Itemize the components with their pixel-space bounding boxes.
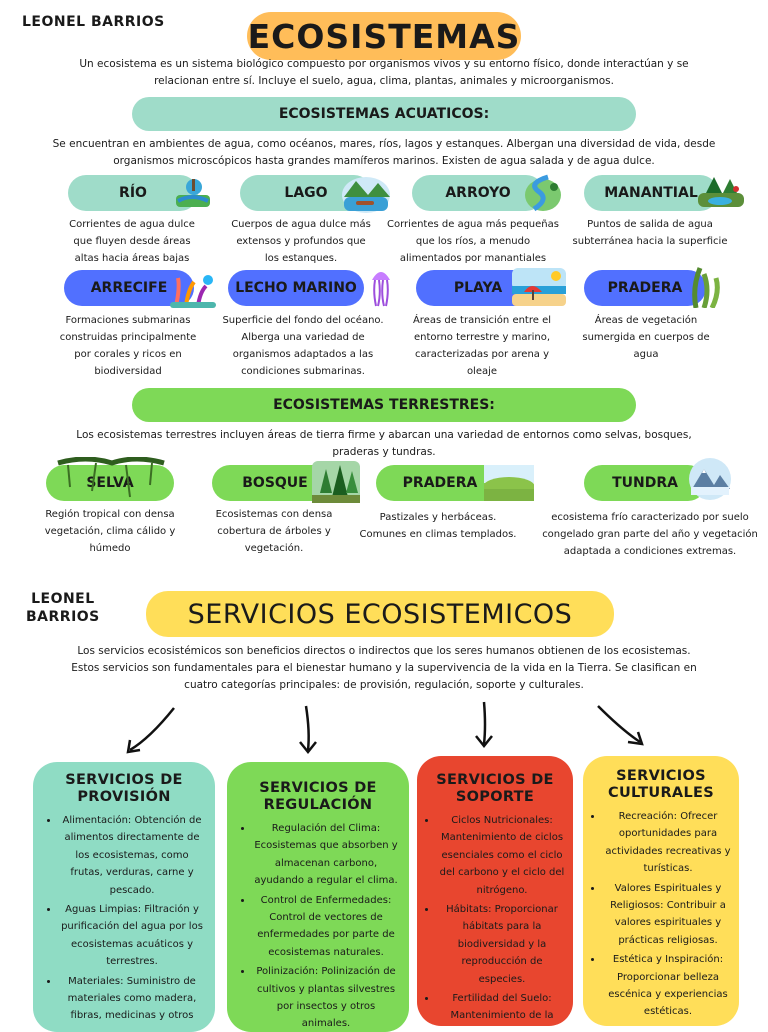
stream-icon xyxy=(524,173,562,213)
desc-arroyo: Corrientes de agua más pequeñas que los … xyxy=(387,219,559,264)
chip-tundra: TUNDRA xyxy=(584,458,731,501)
aquatic-heading-text: ECOSISTEMAS ACUATICOS: xyxy=(278,106,490,122)
arrow-regulacion xyxy=(299,705,317,755)
card-culturales-title: SERVICIOS CULTURALES xyxy=(608,768,714,801)
spring-icon xyxy=(696,171,746,211)
author-first-name: LEONEL xyxy=(31,591,95,607)
page-title-text: ECOSISTEMAS xyxy=(247,16,521,56)
chip-arrecife-label: ARRECIFE xyxy=(90,280,168,296)
card-culturales: SERVICIOS CULTURALES Recreación: Ofrecer… xyxy=(583,756,739,1026)
terrestrial-heading: ECOSISTEMAS TERRESTRES: xyxy=(132,388,636,422)
services-text: Los servicios ecosistémicos son benefici… xyxy=(71,645,697,691)
desc-arrecife: Formaciones submarinas construidas princ… xyxy=(59,315,197,377)
aquatic-heading: ECOSISTEMAS ACUATICOS: xyxy=(132,97,636,131)
chip-rio-label: RÍO xyxy=(119,185,147,201)
lake-icon xyxy=(340,171,392,215)
intro-text: Un ecosistema es un sistema biológico co… xyxy=(79,58,689,87)
list-item: Hábitats: Proporcionar hábitats para la … xyxy=(437,901,567,988)
chip-pradera-acuatica: PRADERA xyxy=(584,267,720,308)
list-item: Valores Espirituales y Religiosos: Contr… xyxy=(603,880,733,950)
author-name-2: LEONEL BARRIOS xyxy=(26,590,100,626)
desc-bosque: Ecosistemas con densa cobertura de árbol… xyxy=(215,509,333,554)
desc-lecho-marino: Superficie del fondo del océano. Alberga… xyxy=(222,315,384,377)
chip-manantial: MANANTIAL xyxy=(584,175,744,211)
chip-lecho-marino-label: LECHO MARINO xyxy=(235,280,357,296)
services-title-text: SERVICIOS ECOSISTEMICOS xyxy=(187,598,573,630)
list-item: Control de Enfermedades: Control de vect… xyxy=(253,892,399,962)
arrow-provision xyxy=(126,707,175,754)
desc-pradera-terrestre: Pastizales y herbáceas. Comunes en clima… xyxy=(359,512,517,540)
chip-arroyo-label: ARROYO xyxy=(445,185,511,201)
card-regulacion: SERVICIOS DE REGULACIÓN Regulación del C… xyxy=(227,762,409,1032)
desc-selva: Región tropical con densa vegetación, cl… xyxy=(44,509,176,554)
list-item: Polinización: Polinización de cultivos y… xyxy=(253,963,399,1032)
seagrass-icon xyxy=(690,264,722,308)
chip-rio: RÍO xyxy=(68,175,210,211)
chip-selva-label: SELVA xyxy=(86,475,134,491)
reef-icon xyxy=(170,268,216,308)
desc-manantial: Puntos de salida de agua subterránea hac… xyxy=(572,219,728,247)
chip-tundra-label: TUNDRA xyxy=(612,475,678,491)
terrestrial-text: Los ecosistemas terrestres incluyen área… xyxy=(76,429,692,458)
card-culturales-list: Recreación: Ofrecer oportunidades para a… xyxy=(583,808,739,1021)
list-item: Aguas Limpias: Filtración y purificación… xyxy=(59,901,205,971)
list-item: Estética y Inspiración: Proporcionar bel… xyxy=(603,951,733,1021)
forest-icon xyxy=(312,461,360,503)
chip-manantial-label: MANANTIAL xyxy=(604,185,698,201)
card-provision: SERVICIOS DE PROVISIÓN Alimentación: Obt… xyxy=(33,762,215,1032)
card-soporte-title: SERVICIOS DE SOPORTE xyxy=(436,772,554,805)
desc-rio: Corrientes de agua dulce que fluyen desd… xyxy=(69,219,195,264)
terrestrial-heading-text: ECOSISTEMAS TERRESTRES: xyxy=(273,397,495,413)
card-soporte-list: Ciclos Nutricionales: Mantenimiento de c… xyxy=(417,812,573,1025)
chip-arrecife: ARRECIFE xyxy=(64,270,216,308)
list-item: Fertilidad del Suelo: Mantenimiento de l… xyxy=(437,990,567,1025)
card-soporte: SERVICIOS DE SOPORTE Ciclos Nutricionale… xyxy=(417,756,573,1026)
jellyfish-icon xyxy=(370,266,392,308)
card-provision-title: SERVICIOS DE PROVISIÓN xyxy=(65,772,183,805)
desc-tundra: ecosistema frío caracterizado por suelo … xyxy=(542,512,758,557)
desc-pradera-acuatica: Áreas de vegetación sumergida en cuerpos… xyxy=(582,315,710,360)
river-icon xyxy=(174,175,210,211)
list-item: Materiales: Suministro de materiales com… xyxy=(59,973,205,1025)
card-regulacion-list: Regulación del Clima: Ecosistemas que ab… xyxy=(227,820,409,1032)
chip-bosque-label: BOSQUE xyxy=(242,475,308,491)
chip-pradera-terrestre-label: PRADERA xyxy=(402,475,478,491)
jungle-icon xyxy=(56,457,166,501)
desc-playa: Áreas de transición entre el entorno ter… xyxy=(412,315,552,377)
author-last-name: BARRIOS xyxy=(26,609,100,625)
page-title: ECOSISTEMAS xyxy=(247,12,521,60)
chip-arroyo: ARROYO xyxy=(412,174,561,212)
meadow-icon xyxy=(484,465,534,501)
chip-playa: PLAYA xyxy=(416,268,566,306)
chip-selva: SELVA xyxy=(46,457,174,501)
arrow-culturales xyxy=(597,705,644,746)
chip-pradera-acuatica-label: PRADERA xyxy=(607,280,683,296)
beach-icon xyxy=(512,268,566,308)
chip-lago: LAGO xyxy=(240,175,390,213)
card-provision-list: Alimentación: Obtención de alimentos dir… xyxy=(33,812,215,1025)
aquatic-text: Se encuentran en ambientes de agua, como… xyxy=(52,138,716,167)
card-regulacion-title: SERVICIOS DE REGULACIÓN xyxy=(259,780,377,813)
list-item: Ciclos Nutricionales: Mantenimiento de c… xyxy=(437,812,567,899)
desc-lago: Cuerpos de agua dulce más extensos y pro… xyxy=(231,219,371,264)
chip-lago-label: LAGO xyxy=(284,185,328,201)
list-item: Recreación: Ofrecer oportunidades para a… xyxy=(603,808,733,878)
list-item: Alimentación: Obtención de alimentos dir… xyxy=(59,812,205,899)
chip-playa-label: PLAYA xyxy=(453,280,503,296)
tundra-icon xyxy=(688,457,732,501)
services-title: SERVICIOS ECOSISTEMICOS xyxy=(146,591,614,637)
chip-bosque: BOSQUE xyxy=(212,461,360,503)
chip-pradera-terrestre: PRADERA xyxy=(376,465,534,501)
chip-lecho-marino: LECHO MARINO xyxy=(228,270,390,307)
arrow-soporte xyxy=(475,701,493,749)
author-name: LEONEL BARRIOS xyxy=(22,14,165,30)
list-item: Regulación del Clima: Ecosistemas que ab… xyxy=(253,820,399,890)
